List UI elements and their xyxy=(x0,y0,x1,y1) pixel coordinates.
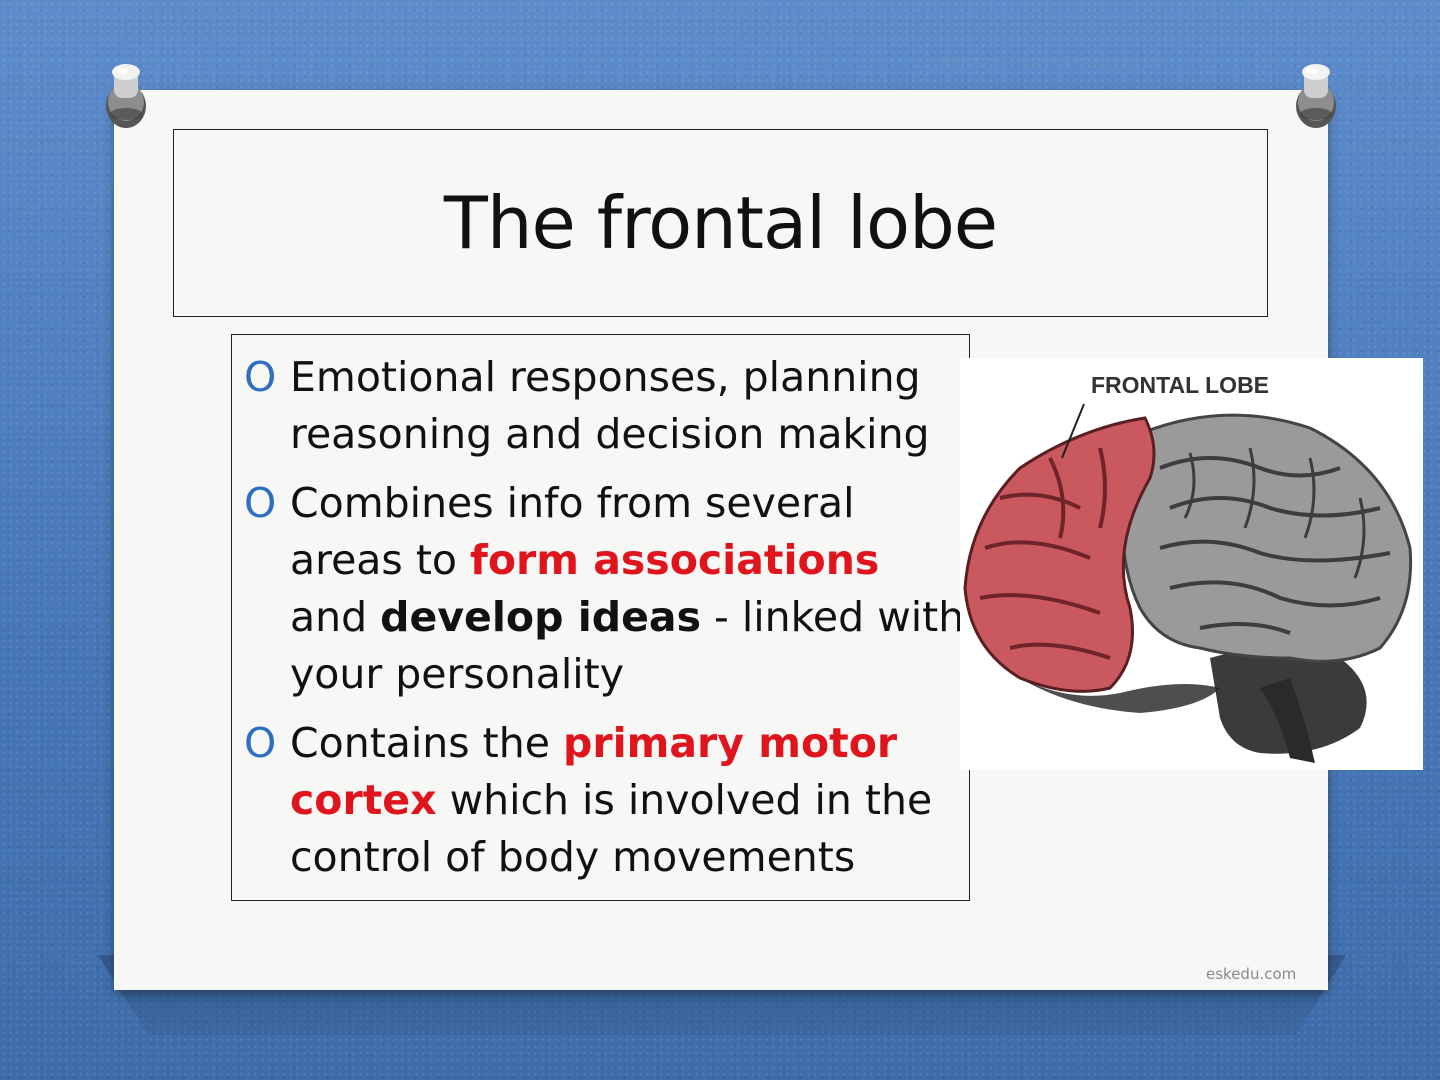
bullet-text: which is involved in the control of body… xyxy=(290,776,933,881)
slide-title: The frontal lobe xyxy=(443,181,998,265)
bullet-marker-icon: O xyxy=(244,353,277,401)
figure-label: FRONTAL LOBE xyxy=(1091,372,1270,398)
watermark-text: © 最新教育文章——全国中考高考真题试卷免费平台 xyxy=(928,57,1162,67)
footer-text: eskedu.com xyxy=(1206,965,1297,983)
title-box: The frontal lobe xyxy=(173,129,1268,317)
bullet-emphasis: form associations xyxy=(470,536,880,584)
bullet-emphasis: develop ideas xyxy=(380,593,701,641)
content-box: O Emotional responses, planning reasoning… xyxy=(231,334,970,901)
bullet-item: O Emotional responses, planning reasoning… xyxy=(242,349,969,463)
bullet-marker-icon: O xyxy=(244,719,277,767)
bullet-text: Contains the xyxy=(290,719,563,767)
pushpin-right-icon xyxy=(1296,64,1336,128)
label-pointer-line xyxy=(1061,403,1085,459)
bullet-emphasis: primary motor cortex xyxy=(290,719,898,824)
bullet-item: O Combines info from several areas to for… xyxy=(242,475,969,703)
bullet-text: - linked with your personality xyxy=(290,593,965,698)
bullet-item: O Contains the primary motor cortex which… xyxy=(242,715,969,886)
brain-diagram-icon xyxy=(963,403,1413,763)
bullet-text: Combines info from several areas to xyxy=(290,479,855,584)
bullet-marker-icon: O xyxy=(244,479,277,527)
bullet-text: and xyxy=(290,593,381,641)
bullet-list: O Emotional responses, planning reasoning… xyxy=(232,335,969,886)
brain-figure: FRONTAL LOBE xyxy=(960,358,1423,770)
bullet-text: Emotional responses, planning reasoning … xyxy=(290,353,930,458)
pushpin-left-icon xyxy=(106,64,146,128)
